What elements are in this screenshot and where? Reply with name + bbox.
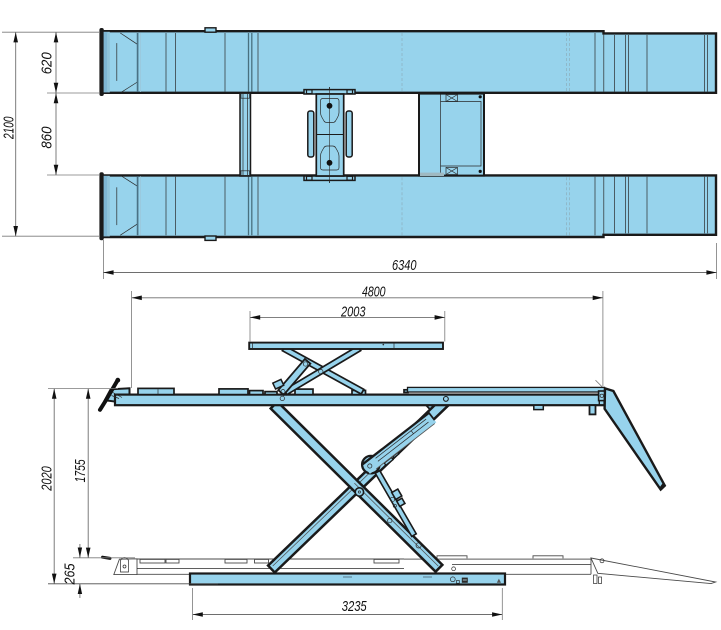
svg-text:265: 265: [62, 563, 79, 585]
svg-text:6340: 6340: [392, 257, 417, 274]
svg-text:620: 620: [39, 52, 56, 75]
svg-text:2003: 2003: [340, 303, 366, 320]
svg-text:1755: 1755: [72, 459, 89, 482]
svg-text:860: 860: [39, 126, 56, 149]
svg-text:2100: 2100: [1, 116, 18, 140]
svg-text:3235: 3235: [342, 598, 367, 615]
svg-text:2020: 2020: [38, 466, 55, 492]
svg-text:4800: 4800: [362, 283, 386, 300]
